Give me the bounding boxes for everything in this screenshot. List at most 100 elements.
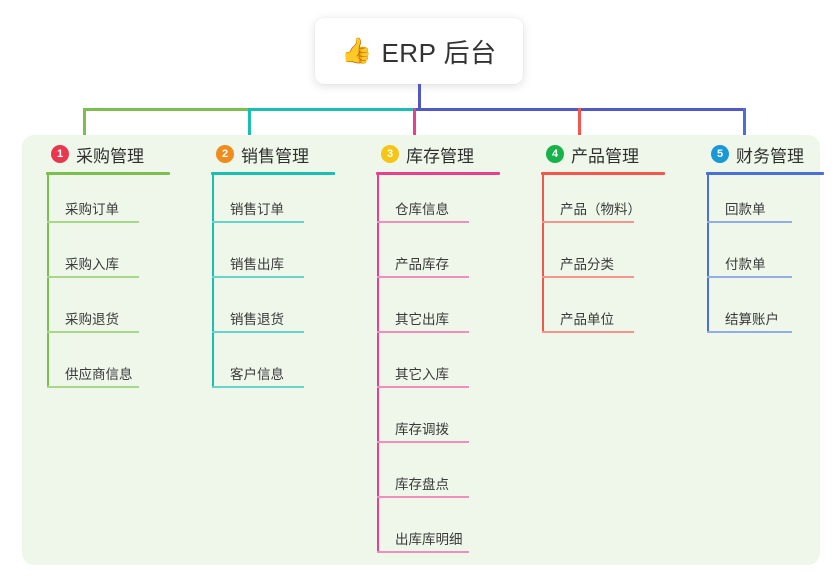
branch-title: 产品管理 [571, 146, 639, 166]
branch-item[interactable]: 付款单 [697, 230, 832, 285]
branch-item[interactable]: 产品库存 [367, 230, 517, 285]
thumbs-up-icon: 👍 [341, 36, 373, 65]
branch-item[interactable]: 其它出库 [367, 285, 517, 340]
branch-item-label: 销售退货 [230, 312, 284, 327]
branch-number-badge: 4 [546, 145, 564, 163]
branch-header-rule [376, 172, 500, 175]
branch-item-rule [377, 331, 469, 333]
branch-item-label: 销售出库 [230, 257, 284, 272]
branch-item-label: 销售订单 [230, 202, 284, 217]
branch-header-3[interactable]: 3 库存管理 [367, 142, 517, 166]
branch-item-rule [377, 441, 469, 443]
branch-item-rule [707, 331, 792, 333]
branch-item-label: 产品单位 [560, 312, 614, 327]
branch-title: 财务管理 [736, 146, 804, 166]
branch-items: 产品（物料） 产品分类产品单位 [532, 175, 682, 340]
branch-item-rule [47, 331, 139, 333]
branch-item-rule [707, 221, 792, 223]
branch-item-rule [212, 386, 304, 388]
branch-item[interactable]: 采购订单 [37, 175, 187, 230]
branch-item[interactable]: 销售退货 [202, 285, 352, 340]
branch-spine [47, 175, 49, 388]
branch-item-label: 其它入库 [395, 367, 449, 382]
branch-spine [212, 175, 214, 388]
branch-spine [377, 175, 379, 553]
branch-item-rule [377, 276, 469, 278]
branch-item-rule [377, 221, 469, 223]
branch-header-rule [46, 172, 170, 175]
connector-bar-segment-2 [248, 108, 416, 111]
branch-items: 回款单付款单结算账户 [697, 175, 832, 340]
branch-number-badge: 3 [381, 145, 399, 163]
branch-item[interactable]: 采购入库 [37, 230, 187, 285]
branch-item[interactable]: 销售订单 [202, 175, 352, 230]
branch-item-label: 采购订单 [65, 202, 119, 217]
branch-item[interactable]: 库存盘点 [367, 450, 517, 505]
branch-item-label: 库存调拨 [395, 422, 449, 437]
branch-item[interactable]: 产品分类 [532, 230, 682, 285]
branch-item[interactable]: 仓库信息 [367, 175, 517, 230]
branch-item[interactable]: 客户信息 [202, 340, 352, 395]
branch-title: 库存管理 [406, 146, 474, 166]
branch-header-rule [706, 172, 824, 175]
branch-stub-2 [248, 108, 251, 137]
branch-item[interactable]: 销售出库 [202, 230, 352, 285]
branch-item-label: 产品分类 [560, 257, 614, 272]
branch-item-label: 供应商信息 [65, 367, 133, 382]
branch-stub-3 [413, 108, 416, 137]
connector-bar-segment-1 [83, 108, 251, 111]
branch-stub-1 [83, 108, 86, 137]
branch-items: 仓库信息产品库存其它出库其它入库库存调拨库存盘点出库库明细 [367, 175, 517, 560]
branch-item-label: 产品（物料） [560, 202, 641, 217]
branch-header-rule [541, 172, 665, 175]
branch-title: 采购管理 [76, 146, 144, 166]
root-stem-connector [418, 84, 421, 111]
branch-item[interactable]: 结算账户 [697, 285, 832, 340]
branch-item[interactable]: 库存调拨 [367, 395, 517, 450]
branch-item-label: 采购入库 [65, 257, 119, 272]
branch-item[interactable]: 其它入库 [367, 340, 517, 395]
branch-item-label: 出库库明细 [395, 532, 463, 547]
branch-column-5: 5 财务管理回款单付款单结算账户 [697, 142, 832, 340]
branch-item-rule [377, 496, 469, 498]
branch-item-rule [47, 276, 139, 278]
branches-panel [22, 135, 820, 565]
branch-item-rule [377, 386, 469, 388]
branch-item-label: 结算账户 [725, 312, 779, 327]
branch-title: 销售管理 [241, 146, 309, 166]
branch-header-5[interactable]: 5 财务管理 [697, 142, 832, 166]
branch-column-2: 2 销售管理销售订单销售出库销售退货客户信息 [202, 142, 352, 395]
branch-items: 采购订单采购入库采购退货供应商信息 [37, 175, 187, 395]
branch-item-label: 付款单 [725, 257, 766, 272]
branch-stub-4 [578, 108, 581, 137]
branch-item-rule [47, 386, 139, 388]
branch-items: 销售订单销售出库销售退货客户信息 [202, 175, 352, 395]
branch-item-rule [47, 221, 139, 223]
branch-item-rule [212, 331, 304, 333]
branch-item[interactable]: 回款单 [697, 175, 832, 230]
branch-item-rule [212, 276, 304, 278]
branch-item[interactable]: 产品单位 [532, 285, 682, 340]
branch-spine [707, 175, 709, 333]
branch-item[interactable]: 采购退货 [37, 285, 187, 340]
branch-stub-5 [743, 108, 746, 137]
branch-header-4[interactable]: 4 产品管理 [532, 142, 682, 166]
branch-item-label: 回款单 [725, 202, 766, 217]
branch-item[interactable]: 出库库明细 [367, 505, 517, 560]
branch-spine [542, 175, 544, 333]
branch-item-rule [707, 276, 792, 278]
branch-item-rule [542, 276, 634, 278]
root-node-card[interactable]: 👍 ERP 后台 [315, 18, 523, 84]
branch-number-badge: 5 [711, 145, 729, 163]
branch-item[interactable]: 供应商信息 [37, 340, 187, 395]
branch-item-rule [542, 221, 634, 223]
branch-item-rule [212, 221, 304, 223]
root-node-title: ERP 后台 [381, 37, 497, 68]
branch-header-2[interactable]: 2 销售管理 [202, 142, 352, 166]
branch-item[interactable]: 产品（物料） [532, 175, 682, 230]
branch-number-badge: 2 [216, 145, 234, 163]
branch-item-label: 采购退货 [65, 312, 119, 327]
root-node-content: 👍 ERP 后台 [341, 33, 496, 70]
